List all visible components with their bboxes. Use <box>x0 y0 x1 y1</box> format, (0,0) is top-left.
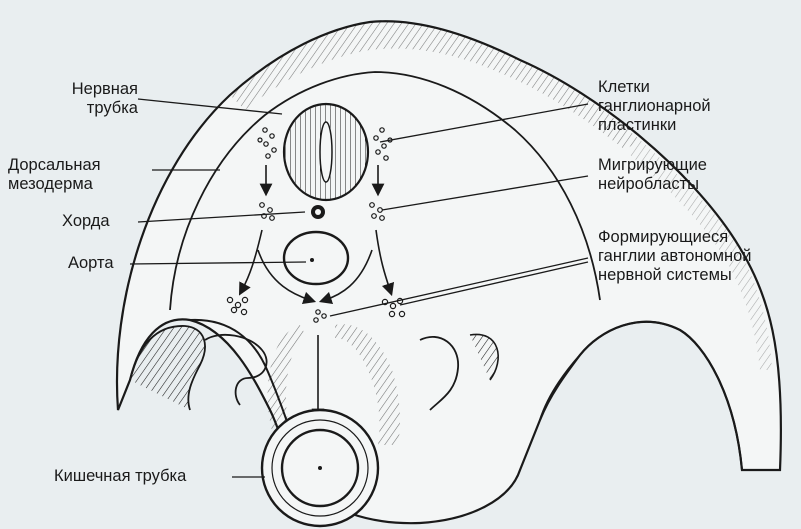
label-notochord: Хорда <box>62 212 110 231</box>
label-migrating-neuroblasts: Мигрирующие нейробласты <box>598 156 707 194</box>
label-dorsal-mesoderm-line2: мезодерма <box>8 175 158 194</box>
aorta <box>284 232 348 284</box>
label-neural-tube-line1: Нервная <box>30 80 138 99</box>
label-neural-tube-line2: трубка <box>30 99 138 118</box>
label-aorta: Аорта <box>68 254 114 273</box>
neural-tube-lumen <box>320 122 332 182</box>
label-neural-tube: Нервная трубка <box>30 80 138 118</box>
label-ganglion-plate-cells: Клетки ганглионарной пластинки <box>598 78 711 135</box>
label-dorsal-mesoderm-line1: Дорсальная <box>8 156 158 175</box>
label-forming-ganglia: Формирующиеся ганглии автономной нервной… <box>598 228 752 285</box>
label-dorsal-mesoderm: Дорсальная мезодерма <box>8 156 158 194</box>
label-gut-tube: Кишечная трубка <box>54 467 186 486</box>
